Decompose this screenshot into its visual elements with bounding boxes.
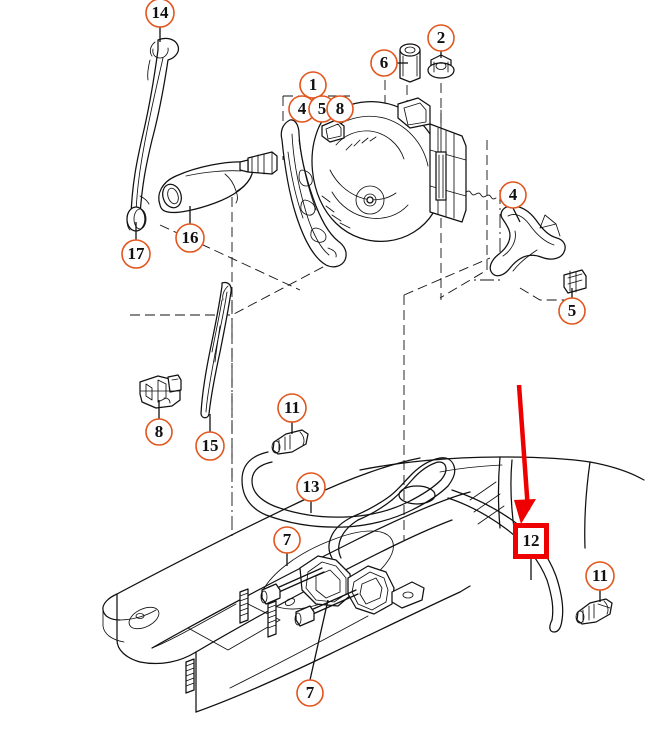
- highlight-box: [513, 523, 549, 559]
- part-5-bush-sleeve: [563, 269, 587, 294]
- callout-14[interactable]: 14: [145, 0, 175, 42]
- callout-ring: [145, 0, 175, 28]
- part-11-cable-end-fitting-lower: [575, 598, 613, 625]
- callout-2[interactable]: 2: [427, 24, 455, 58]
- callout-17[interactable]: 17: [121, 222, 151, 269]
- callout-backing: [196, 432, 224, 460]
- callout-backing: [146, 419, 172, 445]
- callout-8[interactable]: 8: [326, 95, 354, 123]
- callout-backing: [278, 394, 306, 422]
- callout-16[interactable]: 16: [175, 206, 205, 253]
- callout-backing: [300, 72, 326, 98]
- part-11-cable-end-fitting-upper: [271, 429, 309, 455]
- callout-backing: [500, 182, 526, 208]
- part-15-trim-strip-lower: [200, 281, 232, 419]
- callout-leader-4: [512, 207, 521, 223]
- part-2-hex-flange-nut: [427, 54, 455, 79]
- callout-ring: [370, 49, 398, 77]
- part-16-lever-grip: [158, 161, 254, 214]
- callout-ring: [499, 181, 527, 209]
- callout-leader-7: [309, 599, 329, 681]
- callout-backing: [371, 50, 397, 76]
- callout-backing: [586, 562, 614, 590]
- callout-7[interactable]: 7: [273, 526, 301, 566]
- part-13-brake-cable-left: [241, 451, 456, 559]
- callout-backing: [146, 0, 174, 27]
- callout-backing: [297, 473, 325, 501]
- part-8-switch-bracket: [139, 374, 182, 409]
- callout-ring: [296, 472, 326, 502]
- callout-ring: [175, 223, 205, 253]
- floor-tunnel-panel: [102, 456, 645, 713]
- callout-backing: [274, 527, 300, 553]
- callout-11[interactable]: 11: [277, 393, 307, 434]
- highlight-arrow: [514, 384, 536, 524]
- callout-backing: [327, 96, 353, 122]
- part-17-end-cap-ring: [126, 206, 147, 232]
- callout-ring: [326, 95, 354, 123]
- callout-ring: [145, 418, 173, 446]
- callout-15[interactable]: 15: [195, 414, 225, 461]
- callout-5[interactable]: 5: [558, 288, 586, 325]
- callout-11[interactable]: 11: [585, 561, 615, 602]
- callout-backing: [297, 680, 323, 706]
- callout-ring: [427, 24, 455, 52]
- callout-backing: [289, 96, 315, 122]
- callout-12-highlighted[interactable]: 12: [513, 523, 549, 581]
- part-12-brake-cable-right: [447, 489, 564, 633]
- callout-ring: [121, 239, 151, 269]
- callout-backing: [428, 25, 454, 51]
- callout-ring: [277, 393, 307, 423]
- callout-ring: [558, 297, 586, 325]
- part-14-trim-strip-upper: [130, 37, 180, 221]
- callout-backing: [122, 240, 150, 268]
- callout-backing: [559, 298, 585, 324]
- callout-ring: [273, 526, 301, 554]
- part-1-handbrake-lever-assembly: [239, 97, 497, 268]
- callout-ring: [195, 431, 225, 461]
- part-7-bracket-and-bolts: [185, 555, 425, 694]
- part-4-retaining-clip: [489, 205, 566, 277]
- callout-backing: [176, 224, 204, 252]
- callout-13[interactable]: 13: [296, 472, 326, 513]
- callout-ring: [585, 561, 615, 591]
- callout-ring: [296, 679, 324, 707]
- part-6-spacer-bush: [399, 43, 421, 83]
- callout-ring: [299, 71, 327, 99]
